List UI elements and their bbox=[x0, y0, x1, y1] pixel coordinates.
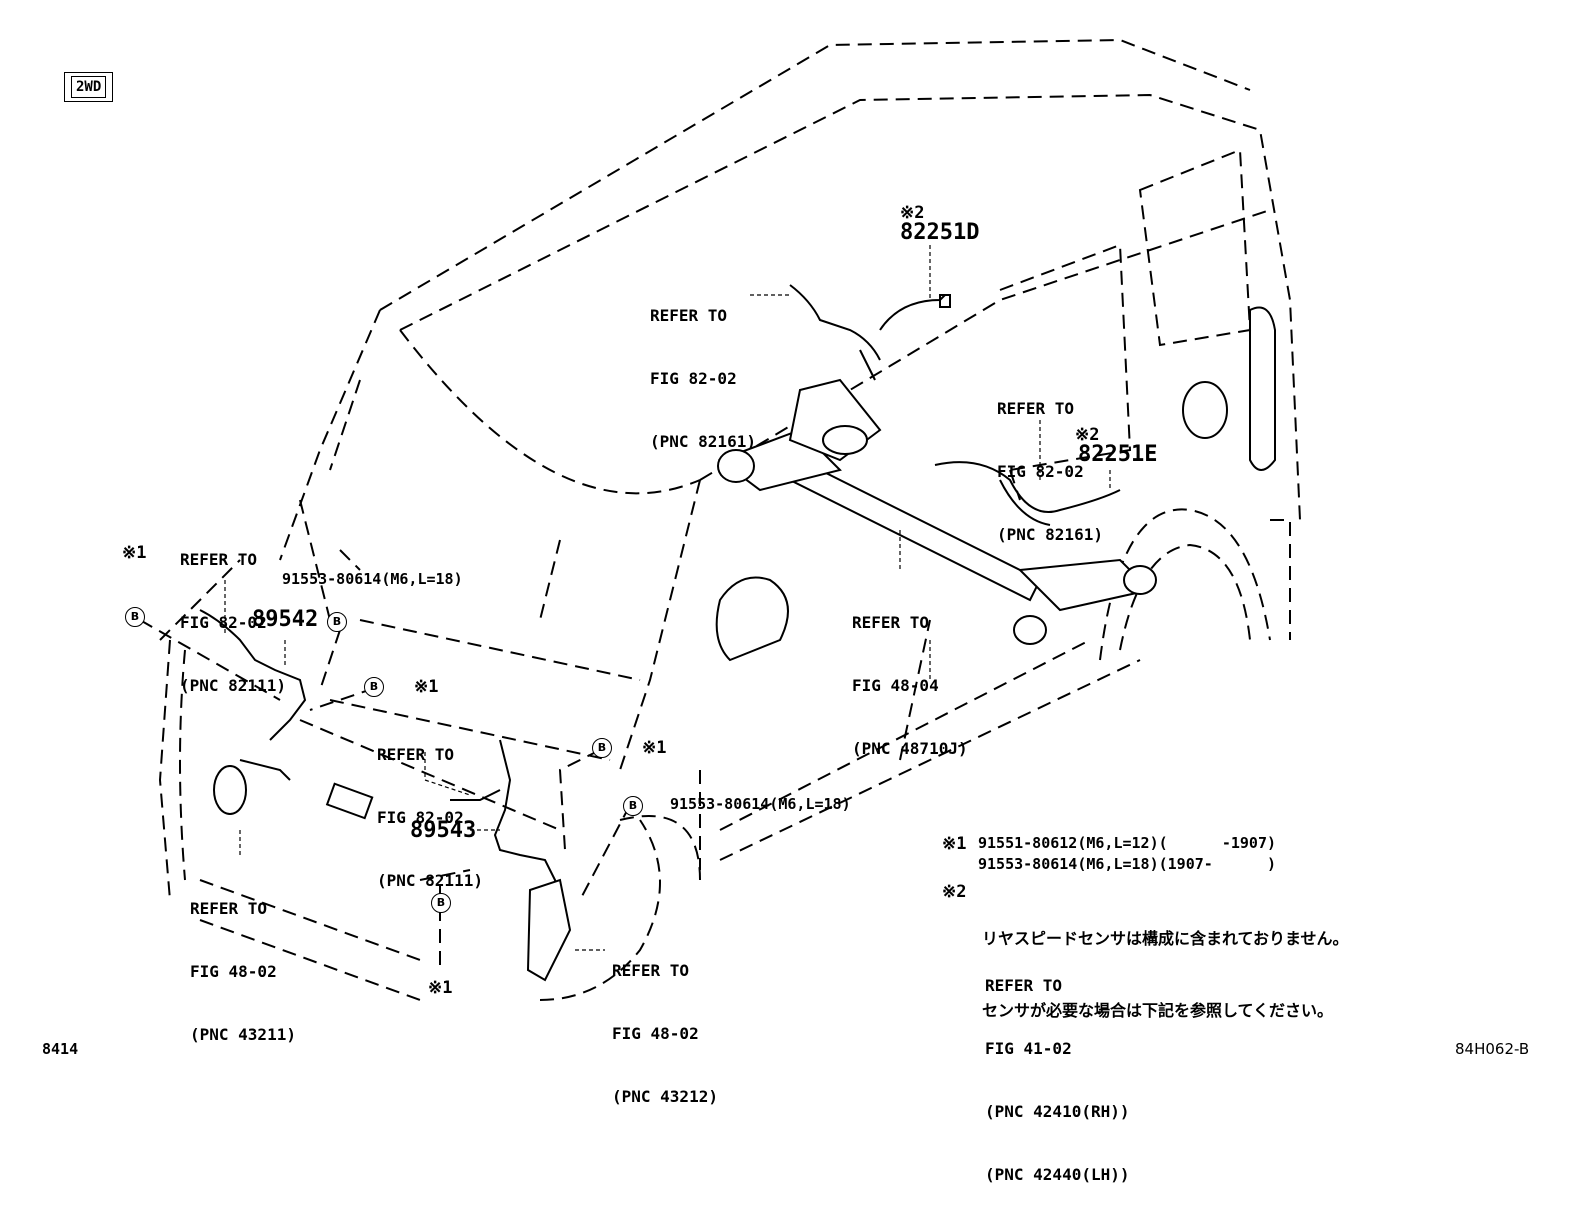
ref-line: FIG 48-02 bbox=[612, 1024, 699, 1043]
note2-line1: リヤスピードセンサは構成に含まれておりません。 bbox=[982, 929, 1349, 948]
part-number-82251e: 82251E bbox=[1078, 442, 1158, 467]
diagram-code: 84H062-B bbox=[1455, 1040, 1530, 1058]
note1-line2: 91553-80614(M6,L=18)(1907- ) bbox=[978, 855, 1277, 873]
vehicle-outline-drawing bbox=[139, 38, 1301, 1001]
ref-line: FIG 82-02 bbox=[650, 369, 737, 388]
note2-line2: センサが必要な場合は下記を参照してください。 bbox=[982, 1001, 1334, 1020]
ref-line: (PNC 42410(RH)) bbox=[985, 1102, 1130, 1121]
mark-k1-left: ※1 bbox=[122, 543, 147, 563]
part-number-89542: 89542 bbox=[252, 607, 319, 632]
ref-line: FIG 41-02 bbox=[985, 1039, 1072, 1058]
ref-line: (PNC 82161) bbox=[997, 525, 1103, 544]
ref-rear-left: REFER TO FIG 82-02 (PNC 82161) bbox=[650, 263, 756, 494]
note1-mark: ※1 bbox=[942, 834, 967, 854]
note2-reference: REFER TO FIG 41-02 (PNC 42410(RH)) (PNC … bbox=[985, 933, 1130, 1227]
ref-front-right-bottom: REFER TO FIG 48-02 (PNC 43212) bbox=[612, 918, 718, 1149]
ref-line: (PNC 42440(LH)) bbox=[985, 1165, 1130, 1184]
ref-line: REFER TO bbox=[190, 899, 268, 918]
bolt-label-right: 91553-80614(M6,L=18) bbox=[670, 795, 851, 813]
bolt-marker-b-mid: B bbox=[364, 677, 384, 697]
ref-front-left-bottom: REFER TO FIG 48-02 (PNC 43211) bbox=[190, 856, 296, 1087]
bolt-marker-b-left-bolt: B bbox=[327, 612, 347, 632]
mark-k1-mid: ※1 bbox=[414, 677, 439, 697]
ref-line: REFER TO bbox=[180, 550, 258, 569]
ref-line: FIG 48-04 bbox=[852, 676, 939, 695]
bolt-marker-b-left: B bbox=[125, 607, 145, 627]
ref-line: REFER TO bbox=[377, 745, 455, 764]
note2-text: リヤスピードセンサは構成に含まれておりません。 センサが必要な場合は下記を参照し… bbox=[982, 879, 1349, 1071]
ref-line: (PNC 43212) bbox=[612, 1087, 718, 1106]
ref-line: FIG 82-02 bbox=[180, 613, 267, 632]
part-number-82251d: 82251D bbox=[900, 220, 980, 245]
ref-line: (PNC 43211) bbox=[190, 1025, 296, 1044]
bolt-marker-b-right: B bbox=[592, 738, 612, 758]
ref-line: REFER TO bbox=[852, 613, 930, 632]
ref-axle: REFER TO FIG 48-04 (PNC 48710J) bbox=[852, 570, 968, 801]
mark-k2-82251d: ※2 bbox=[900, 203, 925, 223]
ref-line: FIG 82-02 bbox=[377, 808, 464, 827]
ref-line: REFER TO bbox=[985, 976, 1063, 995]
ref-front-left-top: REFER TO FIG 82-02 (PNC 82111) bbox=[180, 507, 286, 738]
note2-mark: ※2 bbox=[942, 882, 967, 902]
ref-rear-right: REFER TO FIG 82-02 (PNC 82161) bbox=[997, 356, 1103, 587]
ref-line: (PNC 82111) bbox=[180, 676, 286, 695]
part-number-89543: 89543 bbox=[410, 818, 477, 843]
page-number: 8414 bbox=[42, 1040, 79, 1058]
drive-type-box: 2WD bbox=[64, 72, 114, 102]
bolt-marker-b-right-bolt: B bbox=[623, 796, 643, 816]
bolt-marker-b-bottom: B bbox=[431, 893, 451, 913]
ref-line: (PNC 82161) bbox=[650, 432, 756, 451]
mark-k1-bottom: ※1 bbox=[428, 978, 453, 998]
ref-line: FIG 48-02 bbox=[190, 962, 277, 981]
bolt-label-left: 91553-80614(M6,L=18) bbox=[282, 570, 463, 588]
parts-diagram: 2WD REFER TO FIG 82-02 (PNC 82161) ※2 82… bbox=[42, 38, 1530, 1184]
note1-line1: 91551-80612(M6,L=12)( -1907) bbox=[978, 834, 1277, 852]
ref-line: REFER TO bbox=[612, 961, 690, 980]
ref-line: REFER TO bbox=[650, 306, 728, 325]
ref-front-mid-top: REFER TO FIG 82-02 (PNC 82111) bbox=[377, 702, 483, 933]
mark-k2-82251e: ※2 bbox=[1075, 425, 1100, 445]
mark-k1-right: ※1 bbox=[642, 738, 667, 758]
ref-line: (PNC 82111) bbox=[377, 871, 483, 890]
ref-line: REFER TO bbox=[997, 399, 1075, 418]
ref-line: FIG 82-02 bbox=[997, 462, 1084, 481]
ref-line: (PNC 48710J) bbox=[852, 739, 968, 758]
drive-type-label: 2WD bbox=[71, 76, 107, 98]
